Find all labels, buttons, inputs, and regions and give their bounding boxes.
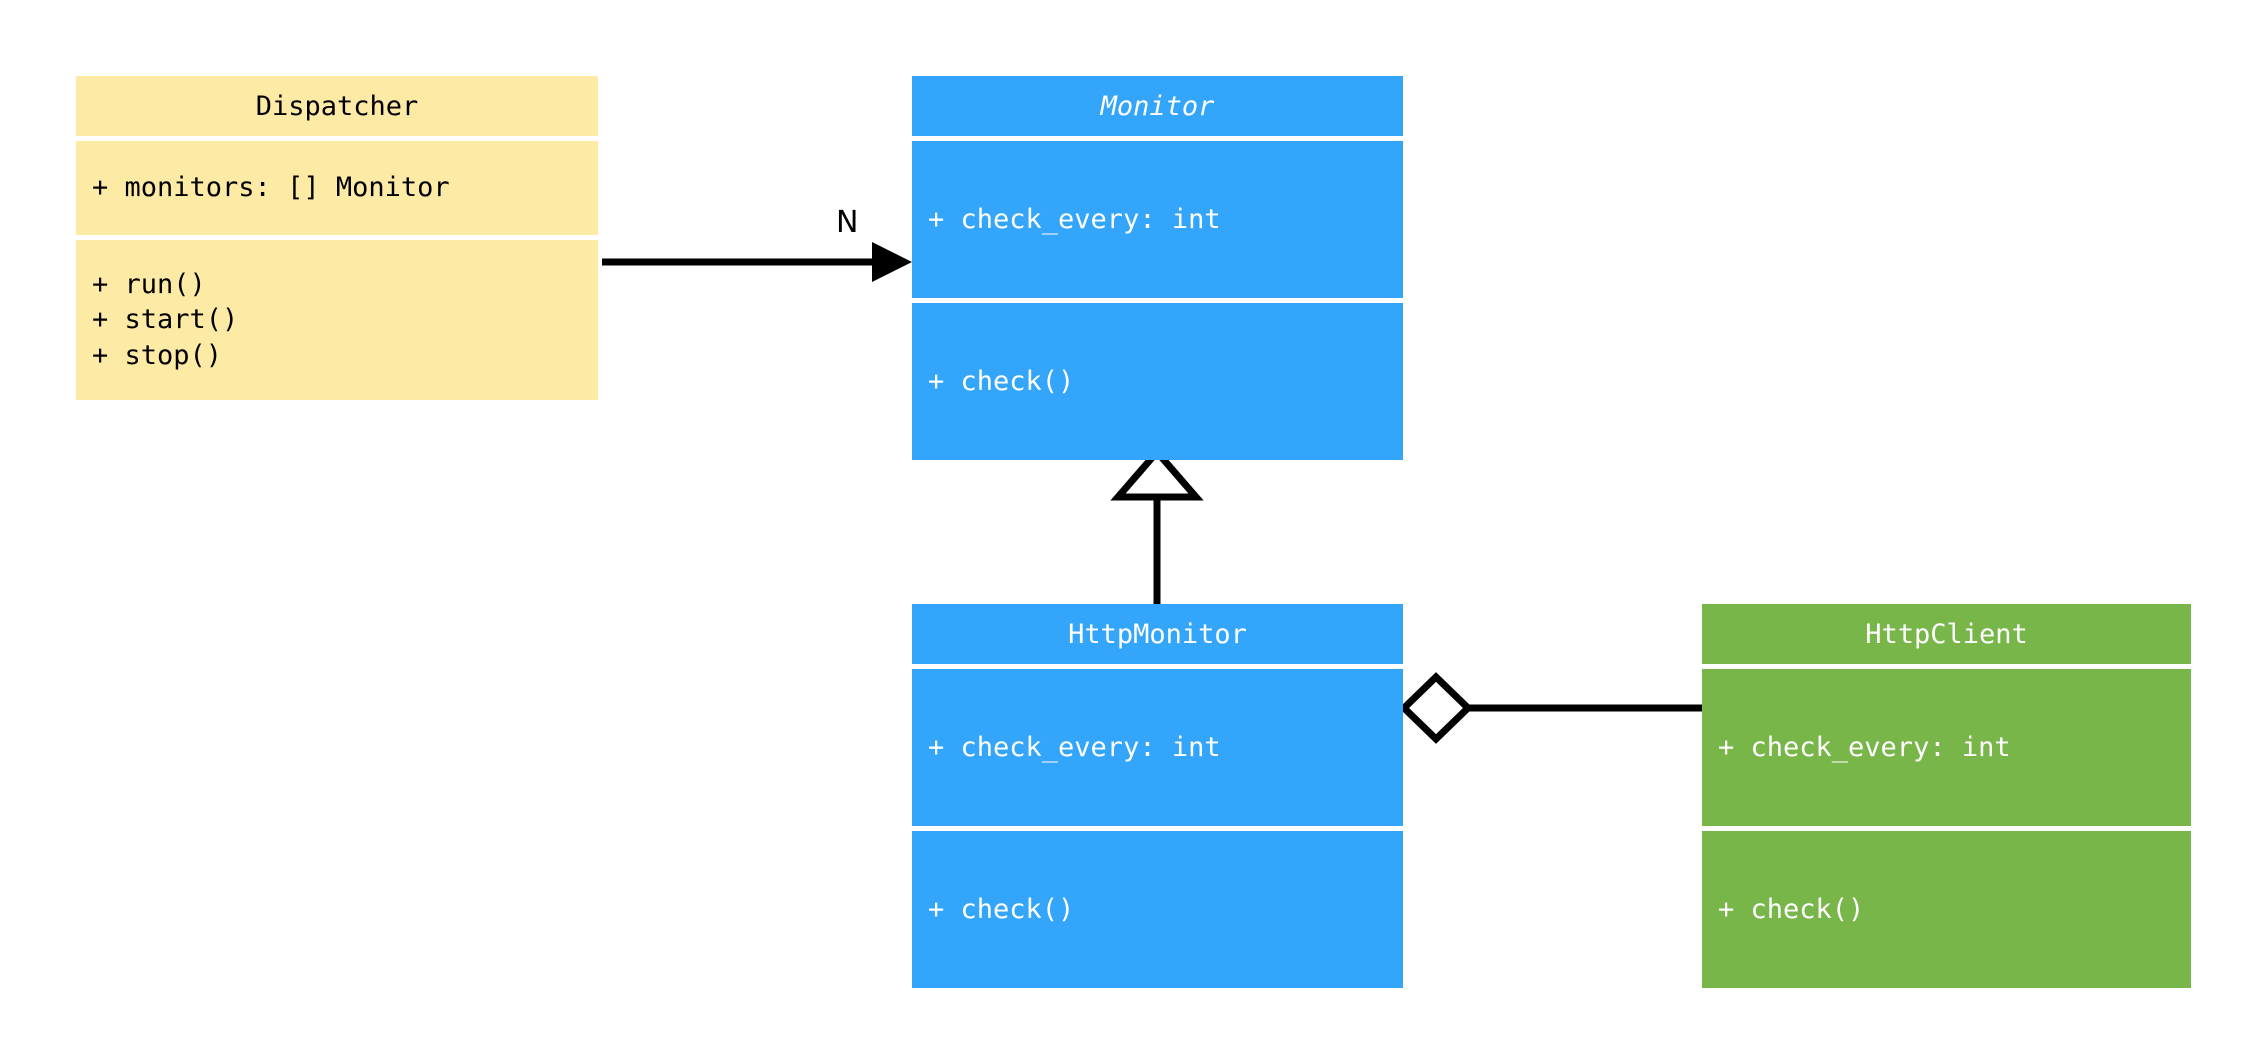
method-row: + run(): [92, 268, 206, 300]
class-attributes-http-monitor: + check_every: int: [912, 669, 1403, 826]
class-box-http-monitor[interactable]: HttpMonitor + check_every: int + check(): [912, 604, 1403, 988]
class-box-dispatcher[interactable]: Dispatcher + monitors: [] Monitor + run(…: [76, 76, 598, 400]
class-title-http-client: HttpClient: [1702, 604, 2191, 664]
edge-http-monitor-to-http-client: [1398, 672, 1702, 744]
attribute-row: + monitors: [] Monitor: [92, 172, 450, 204]
method-row: + stop(): [92, 339, 223, 371]
class-attributes-http-client: + check_every: int: [1702, 669, 2191, 826]
filled-arrowhead-icon: [872, 242, 912, 282]
class-title-dispatcher: Dispatcher: [76, 76, 598, 136]
method-row: + check(): [928, 365, 1075, 397]
method-row: + check(): [928, 893, 1075, 925]
attribute-row: + check_every: int: [928, 731, 1221, 763]
class-methods-http-monitor: + check(): [912, 831, 1403, 988]
class-attributes-monitor: + check_every: int: [912, 141, 1403, 298]
edge-http-monitor-to-monitor: [1110, 446, 1204, 604]
multiplicity-label-n: N: [836, 205, 859, 240]
class-methods-dispatcher: + run() + start() + stop(): [76, 240, 598, 400]
class-methods-http-client: + check(): [1702, 831, 2191, 988]
class-methods-monitor: + check(): [912, 303, 1403, 460]
class-title-monitor: Monitor: [912, 76, 1403, 136]
class-box-http-client[interactable]: HttpClient + check_every: int + check(): [1702, 604, 2191, 988]
method-row: + check(): [1718, 893, 1865, 925]
edge-dispatcher-to-monitor: [602, 242, 912, 282]
attribute-row: + check_every: int: [1718, 731, 2011, 763]
method-row: + start(): [92, 304, 239, 336]
class-attributes-dispatcher: + monitors: [] Monitor: [76, 141, 598, 235]
attribute-row: + check_every: int: [928, 203, 1221, 235]
class-title-http-monitor: HttpMonitor: [912, 604, 1403, 664]
class-box-monitor[interactable]: Monitor + check_every: int + check(): [912, 76, 1403, 460]
hollow-diamond-icon: [1398, 672, 1474, 744]
